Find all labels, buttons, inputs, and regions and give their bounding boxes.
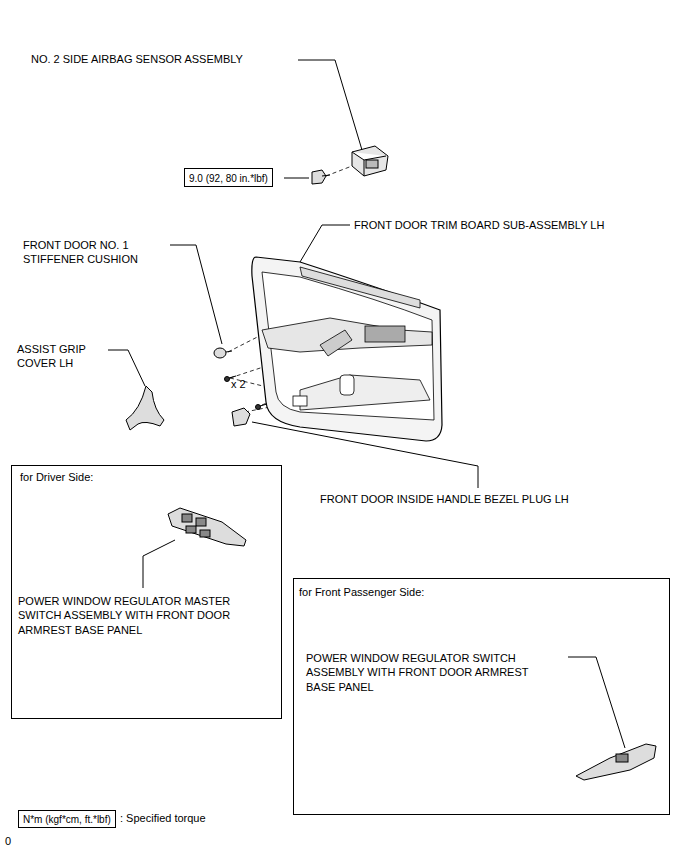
trim-board	[252, 257, 442, 441]
leader-line	[300, 225, 350, 262]
stiffener-cushion	[214, 348, 232, 358]
screw	[256, 405, 261, 410]
bolt	[312, 170, 326, 184]
screw	[225, 376, 268, 410]
master-switch	[168, 508, 246, 546]
leader-line	[108, 350, 145, 386]
driver-side-box: for Driver Side: POWER WINDOW REGULATOR M…	[11, 465, 282, 719]
passenger-switch	[576, 744, 656, 780]
part-name: ASSIST GRIP COVER LH	[17, 342, 99, 371]
trim-board	[262, 272, 434, 420]
box-heading: for Front Passenger Side:	[299, 585, 549, 599]
leader-line	[108, 60, 625, 748]
figure-number: 0	[5, 834, 11, 848]
screw	[260, 404, 267, 406]
part-name: FRONT DOOR NO. 1 STIFFENER CUSHION	[23, 238, 153, 267]
box-heading: for Driver Side:	[20, 470, 220, 484]
part-name: FRONT DOOR INSIDE HANDLE BEZEL PLUG LH	[320, 492, 569, 506]
leader-line	[170, 245, 222, 344]
master-switch	[196, 518, 206, 526]
bezel-plug	[232, 408, 250, 426]
bezel-plug	[232, 408, 250, 426]
box-text: POWER WINDOW REGULATOR MASTER SWITCH ASS…	[18, 594, 254, 637]
screw	[225, 377, 230, 382]
torque-box: 9.0 (92, 80 in.*lbf)	[184, 168, 273, 187]
stiffener-cushion	[214, 348, 226, 358]
trim-board	[365, 326, 405, 342]
airbag-sensor	[352, 152, 386, 176]
master-switch	[168, 508, 246, 546]
leader-line	[298, 60, 362, 150]
dashed-line	[326, 166, 352, 176]
master-switch	[186, 526, 196, 533]
trim-board	[300, 267, 420, 308]
legend-text: : Specified torque	[120, 811, 206, 825]
box-text: N*m (kgf*cm, ft.*lbf)	[23, 813, 111, 826]
airbag-sensor	[352, 146, 388, 176]
trim-board	[252, 257, 442, 441]
trim-board	[320, 330, 352, 356]
trim-board	[300, 375, 430, 410]
leader-line	[568, 657, 625, 748]
master-switch	[200, 530, 210, 537]
leader-line	[143, 540, 175, 588]
assist-grip-cover	[126, 386, 164, 430]
bolt	[322, 175, 330, 176]
bolt	[312, 170, 330, 184]
passenger-side-box: for Front Passenger Side: POWER WINDOW RE…	[293, 578, 670, 815]
screw	[229, 376, 236, 378]
trim-board	[293, 396, 307, 406]
box-text: 9.0 (92, 80 in.*lbf)	[189, 172, 268, 185]
part-name: FRONT DOOR TRIM BOARD SUB-ASSEMBLY LH	[354, 218, 604, 232]
master-switch	[182, 514, 192, 522]
box-text: POWER WINDOW REGULATOR SWITCH ASSEMBLY W…	[306, 651, 548, 694]
part-name: NO. 2 SIDE AIRBAG SENSOR ASSEMBLY	[31, 52, 243, 66]
passenger-switch	[616, 754, 628, 762]
assist-grip-cover	[126, 386, 164, 430]
leader-line	[284, 178, 309, 179]
airbag-sensor	[352, 146, 388, 176]
trim-board	[340, 375, 354, 395]
stiffener-cushion	[226, 351, 232, 352]
airbag-sensor	[366, 160, 378, 168]
torque-legend-box: N*m (kgf*cm, ft.*lbf)	[18, 810, 116, 828]
passenger-switch	[576, 744, 656, 780]
quantity-note: x 2	[231, 377, 246, 391]
